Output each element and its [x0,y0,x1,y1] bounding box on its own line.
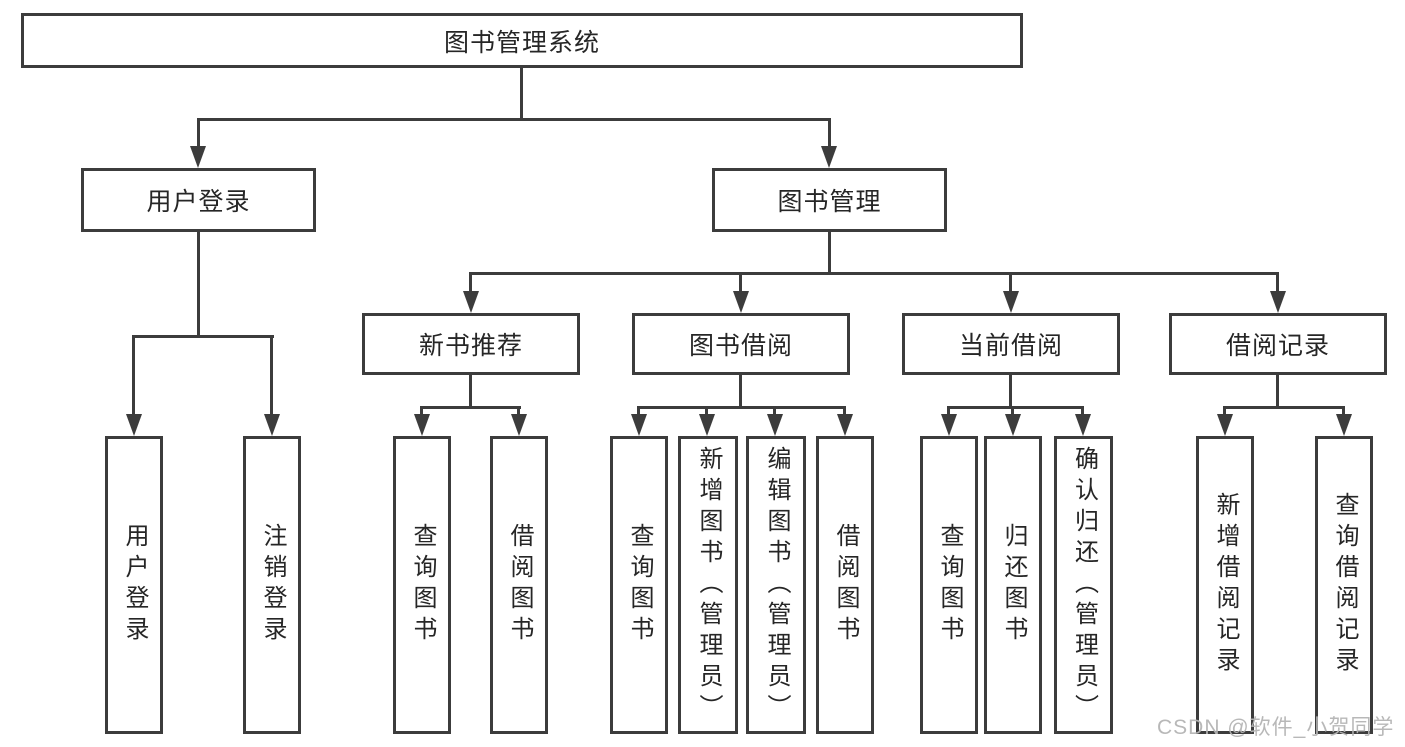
node-leaf-borrow-query-books: 查询图书 [610,436,668,734]
connector-line [517,406,520,418]
node-leaf-current-return-books: 归还图书 [984,436,1042,734]
leaf-label: 查询图书 [409,523,436,647]
leaf-label: 查询图书 [626,523,653,647]
connector-line [270,335,273,416]
node-leaf-newbook-borrow-books: 借阅图书 [490,436,548,734]
arrow-down-icon [631,414,647,436]
node-new-book-recommend: 新书推荐 [362,313,580,375]
arrow-down-icon [126,414,142,436]
arrow-down-icon [1217,414,1233,436]
leaf-label: 确认归还（管理员） [1070,445,1098,725]
arrow-down-icon [1005,414,1021,436]
node-leaf-records-query-record: 查询借阅记录 [1315,436,1373,734]
connector-line [739,375,742,409]
arrow-down-icon [767,414,783,436]
node-leaf-borrow-edit-books-admin: 编辑图书（管理员） [746,436,806,734]
connector-line [1342,406,1345,418]
connector-line [1223,406,1226,418]
connector-line [197,118,200,149]
leaf-label: 新增借阅记录 [1212,492,1239,678]
connector-line [1011,406,1014,418]
connector-line [1276,375,1279,409]
node-leaf-logout: 注销登录 [243,436,301,734]
connector-line [637,406,640,418]
node-current-borrowing: 当前借阅 [902,313,1120,375]
leaf-label: 查询图书 [936,523,963,647]
connector-line [637,406,846,409]
arrow-down-icon [1270,291,1286,313]
connector-line [132,335,274,338]
connector-line [705,406,708,418]
arrow-down-icon [837,414,853,436]
connector-line [469,375,472,409]
leaf-label: 查询借阅记录 [1331,492,1358,678]
connector-line [1081,406,1084,418]
connector-line [197,232,200,338]
connector-line [132,335,135,416]
node-book-borrowing: 图书借阅 [632,313,850,375]
connector-line [520,68,523,121]
node-leaf-newbook-query-books: 查询图书 [393,436,451,734]
connector-line [739,272,742,293]
node-leaf-borrow-borrow-books: 借阅图书 [816,436,874,734]
leaf-label: 用户登录 [121,523,148,647]
connector-line [843,406,846,418]
arrow-down-icon [511,414,527,436]
connector-line [947,406,950,418]
leaf-label: 编辑图书（管理员） [763,445,790,725]
connector-line [1009,375,1012,409]
connector-line [828,232,831,275]
leaf-label: 注销登录 [259,523,286,647]
connector-line [828,118,831,149]
connector-line [1223,406,1345,409]
node-leaf-records-add-record: 新增借阅记录 [1196,436,1254,734]
node-leaf-user-login: 用户登录 [105,436,163,734]
csdn-watermark: CSDN @软件_小贺同学 [1157,716,1395,739]
connector-line [469,272,1279,275]
arrow-down-icon [463,291,479,313]
node-borrow-records: 借阅记录 [1169,313,1387,375]
node-leaf-borrow-add-books-admin: 新增图书（管理员） [678,436,738,734]
node-leaf-current-query-books: 查询图书 [920,436,978,734]
node-user-login: 用户登录 [81,168,316,232]
node-root: 图书管理系统 [21,13,1023,68]
arrow-down-icon [414,414,430,436]
arrow-down-icon [699,414,715,436]
connector-line [469,272,472,293]
arrow-down-icon [190,146,206,168]
leaf-label: 借阅图书 [832,523,859,647]
arrow-down-icon [1336,414,1352,436]
arrow-down-icon [1003,291,1019,313]
connector-line [197,118,831,121]
node-book-management: 图书管理 [712,168,947,232]
arrow-down-icon [941,414,957,436]
arrow-down-icon [821,146,837,168]
connector-line [1009,272,1012,293]
node-leaf-current-confirm-return-admin: 确认归还（管理员） [1054,436,1113,734]
connector-line [947,406,1084,409]
leaf-label: 新增图书（管理员） [695,445,722,725]
arrow-down-icon [264,414,280,436]
connector-line [1276,272,1279,293]
arrow-down-icon [1075,414,1091,436]
leaf-label: 归还图书 [1000,523,1027,647]
connector-line [420,406,423,418]
connector-line [420,406,521,409]
arrow-down-icon [733,291,749,313]
leaf-label: 借阅图书 [506,523,533,647]
connector-line [773,406,776,418]
